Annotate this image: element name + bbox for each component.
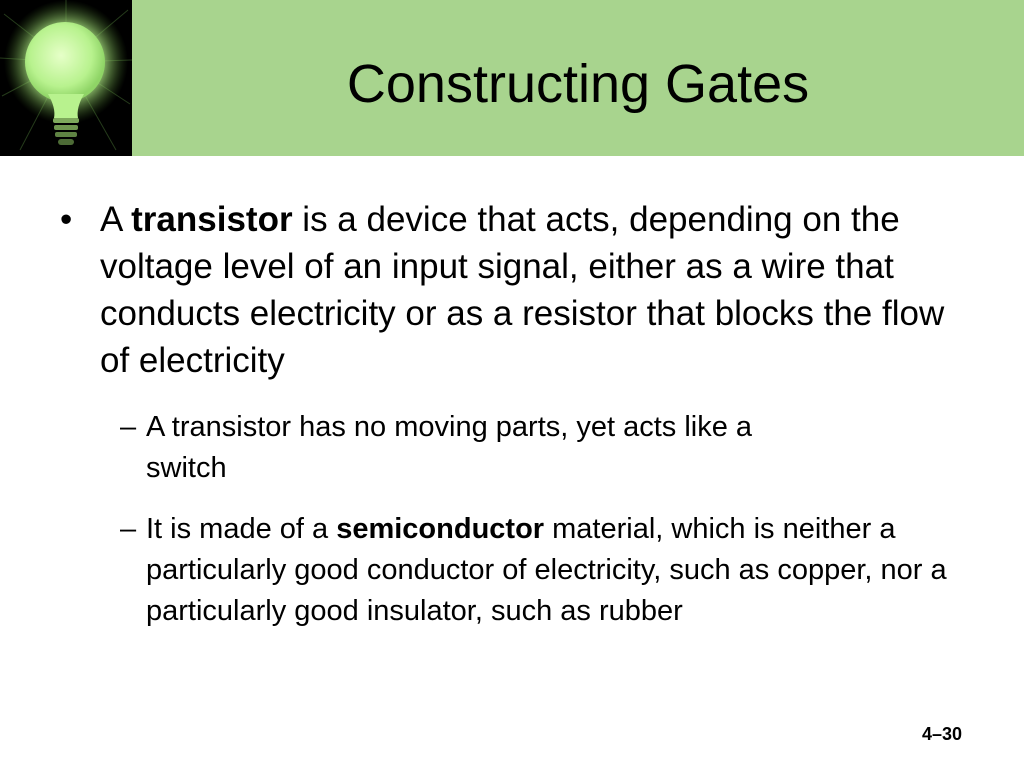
sub-bullet-semiconductor: – It is made of a semiconductor material… <box>120 509 980 632</box>
sub-bullet-text-pre: It is made of a <box>146 513 337 545</box>
sub-bullet-marker: – <box>120 513 137 545</box>
header-band <box>132 0 1024 156</box>
light-bulb-icon <box>0 0 132 156</box>
term-semiconductor: semiconductor <box>336 513 545 545</box>
sub-bullet-text: A transistor has no moving parts, yet ac… <box>146 411 753 484</box>
bullet-transistor-definition: • A transistor is a device that acts, de… <box>60 196 980 384</box>
slide-body: • A transistor is a device that acts, de… <box>60 196 980 632</box>
sub-bullet-text-post: material, which is neither a particularl… <box>146 513 947 627</box>
term-transistor: transistor <box>131 200 293 239</box>
bullet-text-post: is a device that acts, depending on the … <box>100 200 945 380</box>
bullet-text-pre: A <box>100 200 132 239</box>
bullet-marker: • <box>60 200 73 239</box>
slide-title: Constructing Gates <box>346 54 810 114</box>
slide-number: 4–30 <box>921 724 962 744</box>
sub-bullet-marker: – <box>120 411 137 443</box>
sub-bullet-no-moving-parts: – A transistor has no moving parts, yet … <box>120 407 836 489</box>
